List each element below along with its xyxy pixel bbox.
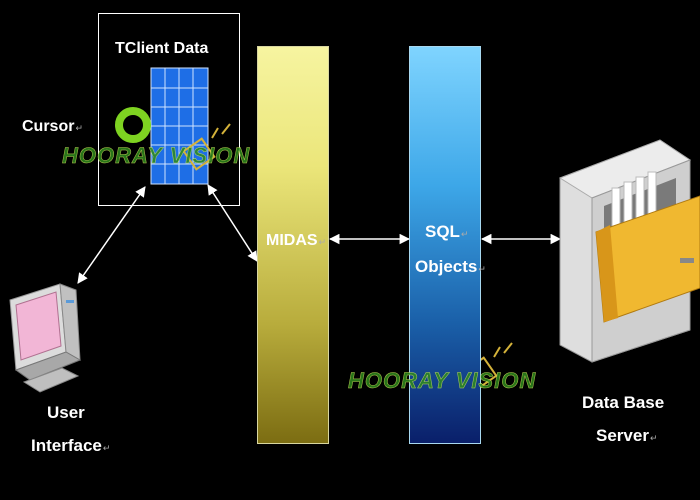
arrow-box-midas [207, 184, 258, 262]
watermark-text: HOORAY VISION [348, 368, 537, 394]
cursor-label: Cursor↵ [22, 118, 83, 135]
sql-label-line2: Objects↵ [415, 257, 486, 276]
server-label-line1: Data Base [582, 393, 665, 412]
arrow-grid-ui [77, 186, 146, 284]
file-cabinet-icon [558, 139, 700, 363]
server-label-line2: Server↵ [596, 426, 658, 445]
cursor-ring-icon [115, 107, 151, 143]
midas-column [257, 46, 329, 444]
tclient-title: TClient Data [115, 40, 209, 57]
watermark-text: HOORAY VISION [62, 143, 251, 169]
ui-label-line1: User [47, 403, 85, 422]
ui-label-line2: Interface↵ [31, 436, 111, 455]
grid-icon [150, 67, 209, 185]
computer-icon [9, 283, 82, 393]
sql-label-line1: SQL↵ [425, 222, 469, 241]
midas-label: MIDAS↵ [266, 232, 327, 249]
sql-objects-column [409, 46, 481, 444]
tclient-data-box [98, 13, 240, 206]
